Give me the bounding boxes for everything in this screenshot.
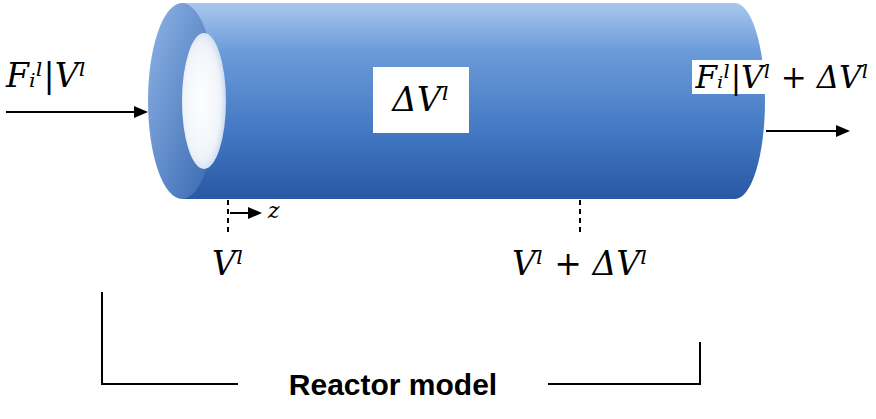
- position-label: Vˡ: [212, 246, 244, 282]
- position-label: Vˡ + ΔVˡ: [512, 246, 648, 282]
- bracket-label: Reactor model: [289, 368, 497, 401]
- position-mark: [227, 200, 229, 234]
- axis-label: z: [268, 199, 280, 223]
- volume-element-label: ΔVˡ: [392, 81, 449, 118]
- outlet-flow-label: Fᵢˡ|Vˡ + ΔVˡ: [692, 60, 872, 94]
- cylinder-opening: [182, 33, 226, 169]
- volume-element-box: ΔVˡ: [373, 67, 469, 133]
- bracket: [548, 342, 700, 384]
- outlet-arrow: [766, 130, 848, 132]
- inlet-arrow: [6, 111, 146, 113]
- z-axis-arrow: [230, 212, 260, 214]
- inlet-flow-label: Fᵢˡ|Vˡ: [6, 58, 87, 94]
- position-mark: [579, 200, 581, 234]
- cylinder-body: [182, 3, 765, 199]
- bracket: [102, 292, 238, 384]
